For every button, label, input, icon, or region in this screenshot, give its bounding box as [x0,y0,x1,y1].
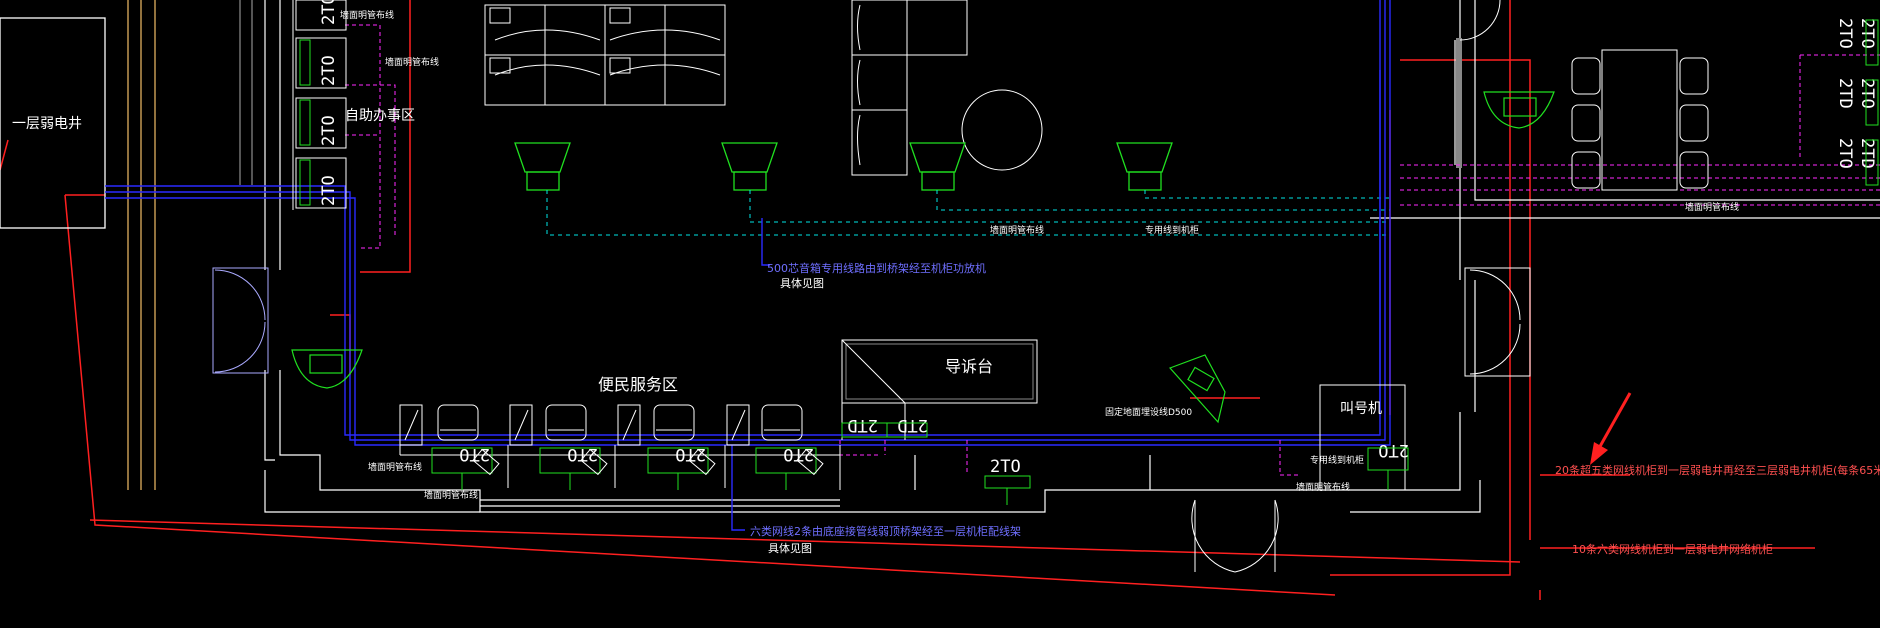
round-table [961,89,1043,171]
note-queue-2: 墙面明管布线 [1296,481,1350,493]
note-counter-wall: 墙面明管布线 [368,461,422,473]
guide-desk [841,339,1038,440]
outlet-tag-counter-1: 2TO [459,444,490,464]
weak-current-shaft-box [0,17,106,229]
speaker-note-2: 具体见图 [780,276,824,290]
outlet-tag-right-5: 2TO [1857,78,1877,109]
note-wall-conduit-1: 墙面明管布线 [340,9,394,21]
blue-cable-trays [105,0,1391,531]
note-wall-conduit-2: 墙面明管布线 [385,56,439,68]
outlet-tag-counter-3: 2TO [675,444,706,464]
meeting-table [1571,49,1709,191]
right-basin [1483,91,1555,129]
sofa [851,0,968,176]
counter-chairs [437,404,803,441]
service-counters [399,404,841,490]
left-basin [291,349,363,389]
left-outlet-green-boxes [299,39,311,206]
outlet-tag-right-1: 2TO [1835,18,1855,49]
walls [264,0,1880,513]
right-door [1464,267,1531,377]
outlet-tag-left-2: 2TO [319,55,339,86]
queue-machine-box [1319,384,1406,491]
speaker-note-1: 500芯音箱专用线路由到桥架经至机柜功放机 [767,261,986,275]
right-note-2: 10条六类网线机柜到一层弱电井网络机柜 [1572,542,1773,556]
right-note-1: 20条超五类网线机柜到一层弱电井再经至三层弱电井机柜(每条65米) [1555,463,1880,477]
counter-keyboards [472,448,824,476]
self-service-label: 自助办事区 [345,108,415,124]
outlet-tag-counter-4: 2TO [783,444,814,464]
center-outlet-green [984,475,1031,505]
wall-hatch [1456,38,1462,168]
left-outlet-boxes [292,0,347,210]
network-note-2: 具体见图 [768,541,812,555]
top-right-door-arc [1459,0,1501,41]
service-area-label: 便民服务区 [598,375,678,394]
network-note-1: 六类网线2条由底座接管线弱顶桥架经至一层机柜配线架 [750,524,1021,538]
outlet-tag-guide-right: 2TD [897,415,928,435]
counter-outlets [431,447,817,490]
note-ceiling: 墙面明管布线 [1685,201,1739,213]
queue-outlet-green [1367,447,1409,490]
outlet-tag-counter-2: 2TO [567,444,598,464]
weak-current-shaft-label: 一层弱电井 [12,116,82,132]
waiting-seats [484,4,726,106]
note-queue-1: 专用线到机柜 [1310,454,1364,466]
outlet-tag-left-3: 2TO [319,115,339,146]
kiosk [1168,354,1226,424]
speaker-route-note-2: 专用线到机柜 [1145,224,1199,236]
magenta-dashed-wiring [345,24,1880,476]
speakers [514,142,1173,191]
outlet-tag-guide-left: 2TD [847,415,878,435]
outlet-tag-right-6: 2TD [1857,138,1877,169]
left-gray-lines [239,0,253,185]
outlet-tag-right-4: 2TO [1857,18,1877,49]
right-outlet-green [1865,19,1879,186]
right-outlet-tags: 2TO 2TD 2TO 2TO 2TO 2TD [1835,18,1877,169]
orange-risers [127,0,156,490]
outlet-tag-left-1: 2TO [319,0,339,25]
note-counter-wall-2: 墙面明管布线 [424,489,478,501]
ground-note: 固定地面埋设线D500 [1105,406,1192,418]
outlet-tag-right-2: 2TD [1835,78,1855,109]
outlet-tag-queue: 2TO [1378,440,1409,460]
speaker-cable-dashed [546,190,1390,236]
outlet-tag-right-3: 2TO [1835,138,1855,169]
outlet-tag-center: 2TO [990,457,1021,477]
red-arrow-pointer [1590,392,1632,465]
bottom-door [1191,499,1279,573]
speaker-route-note-1: 墙面明管布线 [990,224,1044,236]
guide-desk-label: 导诉台 [945,357,993,376]
queue-machine-label: 叫号机 [1340,401,1382,417]
left-door [212,267,269,374]
outlet-tag-left-4: 2TO [319,175,339,206]
guide-outlets-green [841,422,928,438]
